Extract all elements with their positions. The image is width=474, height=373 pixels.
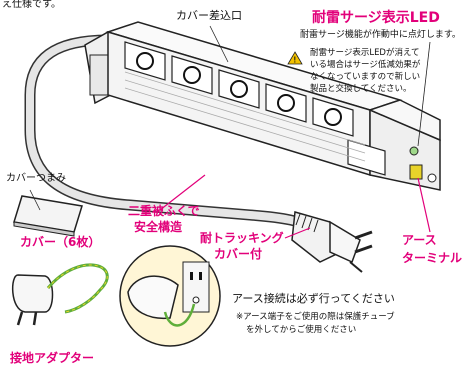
earth-terminal-line-1: アース [402, 233, 437, 247]
warning-icon: ! [287, 51, 303, 65]
anti-tracking-line-1: 耐トラッキング [200, 231, 284, 245]
earth-note-line-2: を外してからご使用ください [246, 325, 357, 335]
warning-line-1: 耐雷サージ表示LEDが消えて [310, 48, 420, 58]
double-cover-line-2: 安全構造 [134, 220, 183, 234]
power-strip-illustration [84, 21, 441, 191]
warning-line-2: いる場合はサージ低減効果が [310, 60, 421, 70]
cover-card-illustration [13, 189, 83, 237]
cover-count-label: カバー（6枚） [20, 235, 101, 249]
warning-line-3: なくなっていますので新しい [310, 72, 421, 82]
warning-line-4: 製品と交換してください。 [310, 84, 412, 94]
header-fragment: え仕様です。 [2, 0, 61, 10]
ground-adapter-illustration [11, 263, 109, 326]
earth-note-line-1: ※アース端子をご使用の際は保護チューブ [236, 312, 395, 322]
ground-adapter-label: 接地アダプター [10, 351, 95, 365]
outlet-illustration [119, 245, 221, 347]
cover-slot-label: カバー差込口 [176, 9, 242, 22]
svg-text:!: ! [294, 56, 297, 65]
surge-led-desc: 耐雷サージ機能が作動中に点灯します。 [300, 30, 461, 40]
earth-terminal-line-2: ターミナル [402, 251, 463, 265]
earth-note-title: アース接続は必ず行ってください [232, 292, 395, 305]
cover-tab-label: カバーつまみ [6, 173, 66, 184]
anti-tracking-line-2: カバー付 [214, 247, 263, 261]
double-cover-line-1: 二重被ふくで [128, 204, 200, 218]
surge-led-title: 耐雷サージ表示LED [312, 10, 440, 26]
plug-illustration [291, 211, 373, 273]
